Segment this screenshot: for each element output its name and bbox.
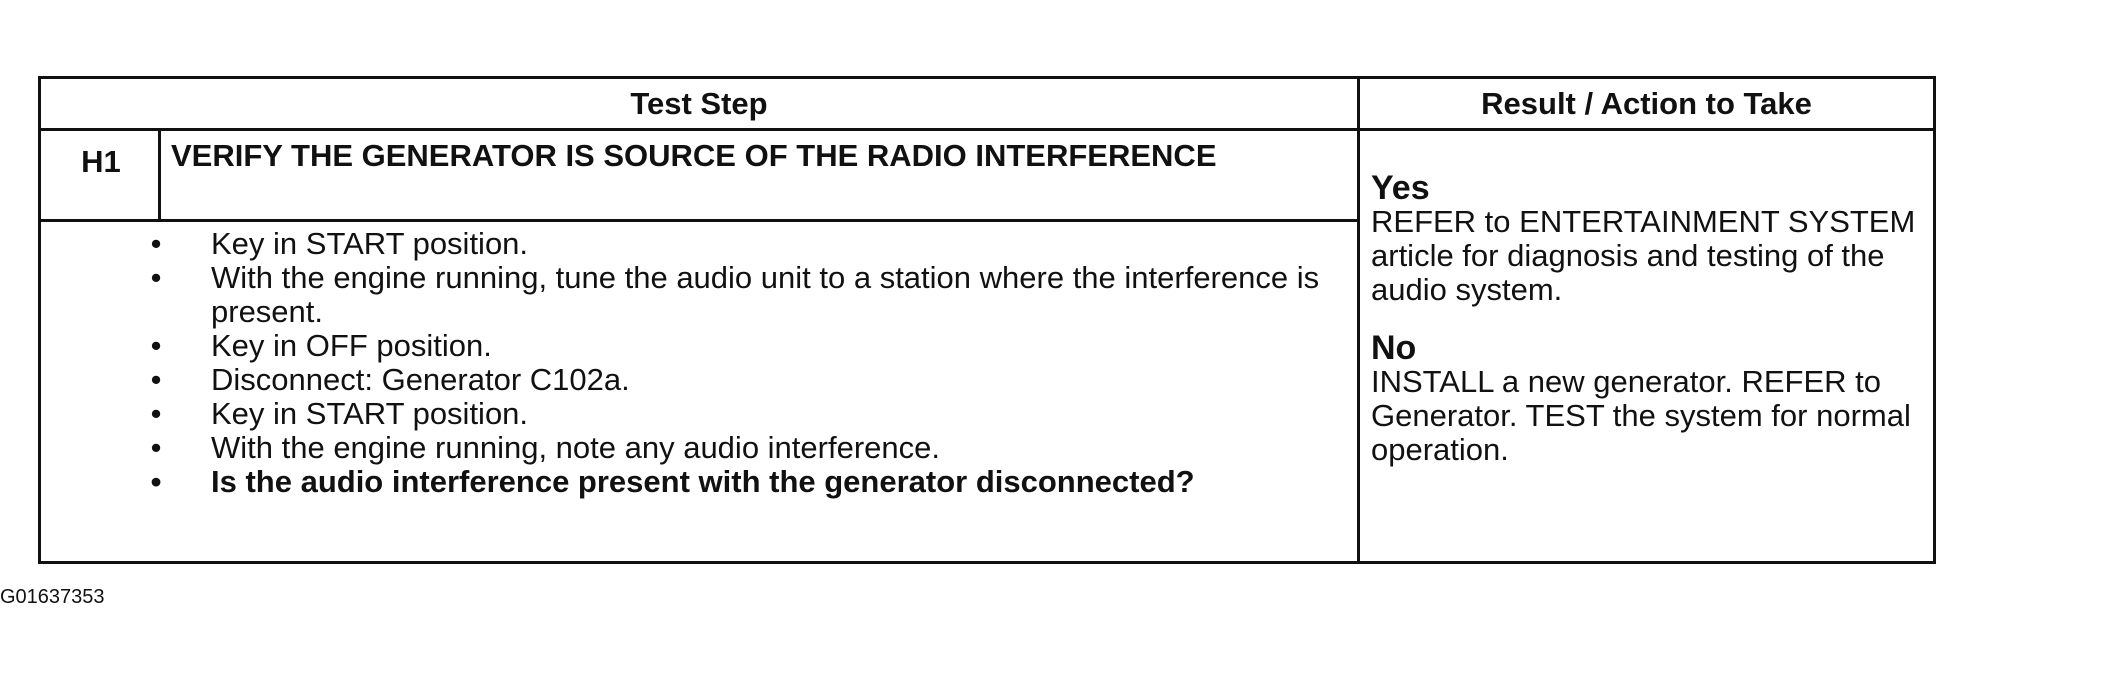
header-test-step: Test Step — [630, 86, 768, 121]
instruction-item: • Key in START position. — [141, 397, 1341, 431]
diagnostic-table: Test Step Result / Action to Take H1 VER… — [38, 76, 1936, 564]
id-divider — [158, 131, 161, 219]
bullet-icon: • — [150, 464, 162, 499]
bullet-icon: • — [150, 430, 162, 465]
instruction-item: • Is the audio interference present with … — [141, 465, 1341, 499]
yes-action-text: REFER to ENTERTAINMENT SYSTEM article fo… — [1371, 204, 1916, 307]
instruction-text: Key in START position. — [211, 226, 529, 261]
instruction-item: • Key in OFF position. — [141, 329, 1341, 363]
instruction-text: With the engine running, note any audio … — [211, 430, 940, 465]
bullet-icon: • — [150, 396, 162, 431]
step-divider — [41, 219, 1357, 222]
bullet-icon: • — [150, 328, 162, 363]
instruction-text: Disconnect: Generator C102a. — [211, 362, 630, 397]
bullet-icon: • — [150, 362, 162, 397]
no-label: No — [1371, 329, 1417, 367]
no-action-text: INSTALL a new generator. REFER to Genera… — [1371, 364, 1911, 467]
result-column: Yes REFER to ENTERTAINMENT SYSTEM articl… — [1371, 131, 1921, 467]
column-divider — [1357, 79, 1360, 561]
bullet-icon: • — [150, 260, 162, 295]
instruction-text: Is the audio interference present with t… — [211, 464, 1195, 499]
instruction-text: Key in OFF position. — [211, 328, 492, 363]
bullet-icon: • — [150, 226, 162, 261]
instruction-item: • With the engine running, note any audio… — [141, 431, 1341, 465]
step-id: H1 — [81, 144, 121, 179]
instruction-text: With the engine running, tune the audio … — [211, 260, 1320, 329]
instruction-item: • Disconnect: Generator C102a. — [141, 363, 1341, 397]
step-title: VERIFY THE GENERATOR IS SOURCE OF THE RA… — [171, 138, 1217, 173]
yes-label: Yes — [1371, 169, 1430, 207]
instruction-list: • Key in START position. • With the engine … — [141, 227, 1341, 499]
header-result-action: Result / Action to Take — [1481, 86, 1812, 121]
instruction-item: • With the engine running, tune the audio… — [141, 261, 1341, 329]
table-header-row: Test Step Result / Action to Take — [41, 79, 1933, 131]
figure-id: G01637353 — [0, 586, 105, 608]
instruction-item: • Key in START position. — [141, 227, 1341, 261]
instruction-text: Key in START position. — [211, 396, 529, 431]
